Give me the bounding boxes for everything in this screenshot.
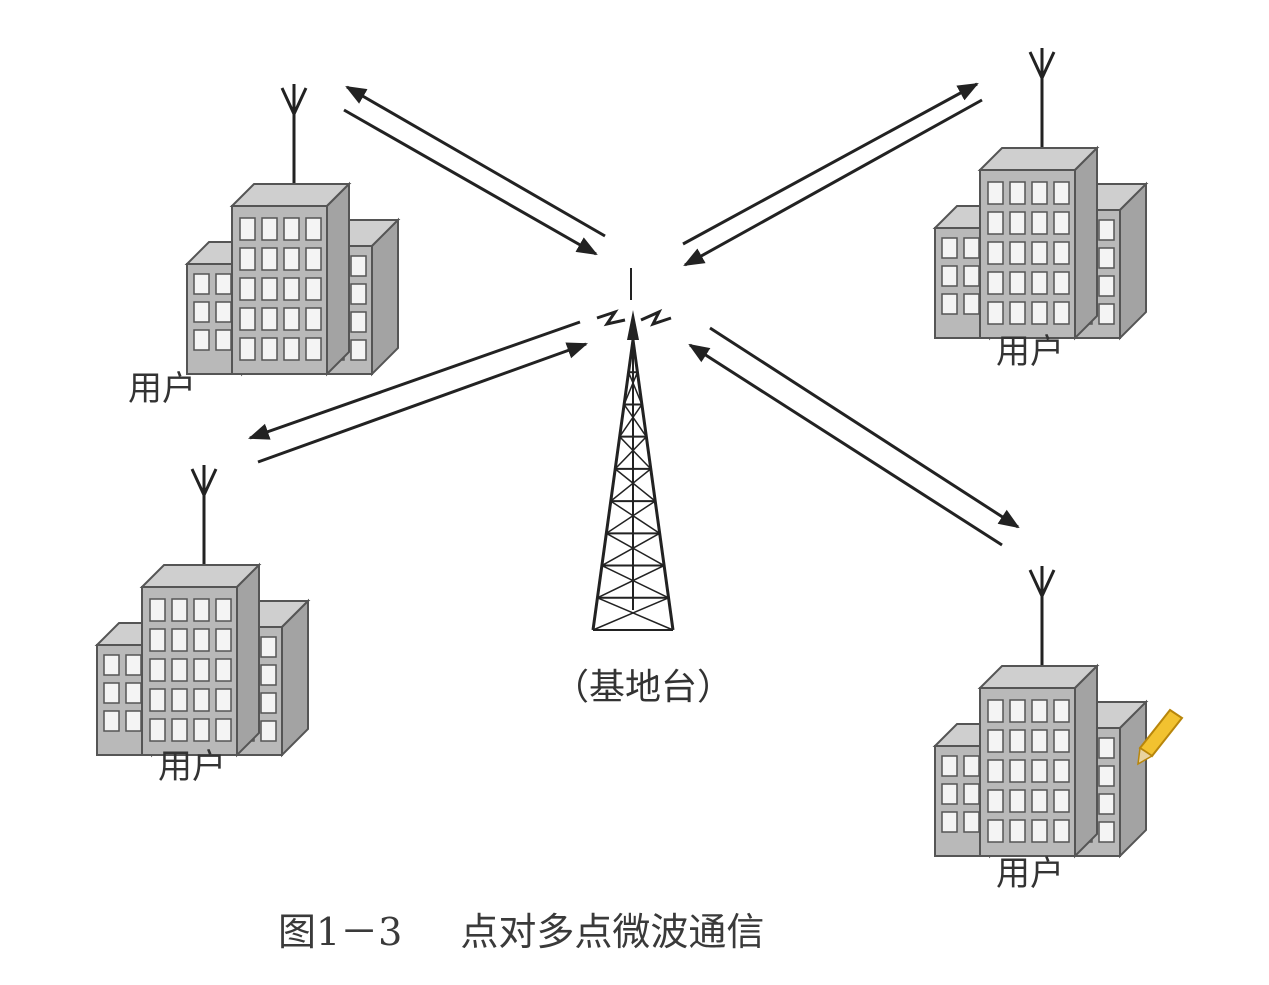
building-bottom-right [932,566,1184,859]
tower-icon [591,268,675,631]
arrow-tl-out [345,85,606,238]
arrow-tr-in [683,98,983,267]
arrow-br-out [709,326,1020,529]
user-label-bottom-left: 用户 [158,747,226,787]
figure-title: 点对多点微波通信 [460,910,765,954]
arrow-bl-in [257,342,588,464]
user-label-top-right: 用户 [996,332,1064,372]
building-bottom-left [94,465,311,758]
arrow-bl-out [248,320,581,440]
building-top-right [932,48,1149,341]
arrow-br-in [688,343,1003,547]
figure-caption: 图1－3 点对多点微波通信 [278,913,764,951]
arrow-tl-in [343,108,598,256]
arrow-tr-out [682,82,979,246]
user-label-bottom-right: 用户 [996,854,1064,894]
user-label-top-left: 用户 [128,369,196,409]
building-top-left [184,84,401,377]
figure-number: 图1－3 [278,910,403,954]
base-station-label: （基地台） [553,667,734,708]
pencil-icon [1137,708,1184,766]
